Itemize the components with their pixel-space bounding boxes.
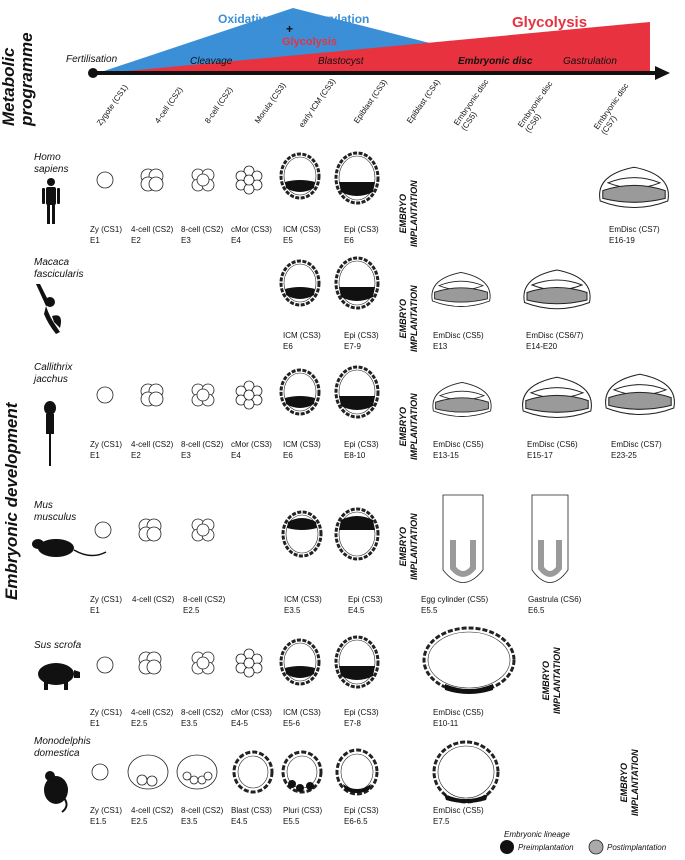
embryo-label: 8-cell (CS2) E3: [181, 225, 224, 245]
pig-silhouette: [38, 663, 80, 690]
species-monodelphis: Monodelphis domestica: [34, 736, 91, 759]
embryo-label: cMor (CS3) E4: [231, 225, 272, 245]
implantation-label: EMBRYO IMPLANTATION: [398, 180, 419, 247]
embryo-label: EmDisc (CS7) E16-19: [609, 225, 660, 245]
embryo-label: Epi (CS3) E6-6.5: [344, 806, 379, 826]
implantation-label: EMBRYO IMPLANTATION: [398, 513, 419, 580]
embryo-label: Zy (CS1) E1: [90, 225, 122, 245]
mono-blast: [232, 750, 274, 794]
human-silhouette: [42, 178, 60, 224]
embryo-label: ICM (CS3) E3.5: [284, 595, 322, 615]
legend-title: Embryonic lineage: [504, 830, 570, 839]
legend-post-label: Postimplantation: [607, 843, 667, 852]
embryo-label: Pluri (CS3) E5.5: [283, 806, 323, 826]
fertilisation-dot: [88, 68, 98, 78]
embryo-label: 4-cell (CS2): [132, 595, 175, 604]
embryo-label: Epi (CS3) E6: [344, 225, 379, 245]
marmoset-silhouette: [44, 401, 56, 466]
mono-4cell: [127, 754, 169, 790]
species-homo: Homo sapiens: [34, 152, 69, 175]
embryo-label: cMor (CS3) E4-5: [231, 708, 272, 728]
species-callithrix: Callithrix jacchus: [34, 362, 73, 385]
embryo-label: Epi (CS3) E4.5: [348, 595, 383, 615]
embryo-label: cMor (CS3) E4: [231, 440, 272, 460]
timeline-fertilisation: Fertilisation: [66, 54, 118, 65]
embryo-label: EmDisc (CS7) E23-25: [611, 440, 662, 460]
egg-cylinder: [442, 494, 484, 583]
plus-sign: +: [286, 22, 294, 36]
embryo-label: 8-cell (CS2) E3.5: [181, 806, 224, 826]
embryo-label: Epi (CS3) E7-8: [344, 708, 379, 728]
embryo-label: EmDisc (CS5) E13: [433, 331, 484, 351]
embryo-label: 8-cell (CS2) E2.5: [183, 595, 226, 615]
embryo-label: EmDisc (CS6/7) E14-E20: [526, 331, 584, 351]
embryo-label: EmDisc (CS5) E13-15: [433, 440, 484, 460]
timeline-embryonic-disc: Embryonic disc: [458, 56, 533, 67]
mono-epi: [335, 748, 379, 796]
mono-8cell: [176, 754, 218, 790]
embryo-label: EmDisc (CS6) E15-17: [527, 440, 578, 460]
embryo-label: 8-cell (CS2) E3.5: [181, 708, 224, 728]
embryo-label: Zy (CS1) E1.5: [90, 806, 122, 826]
sus-disc: [422, 626, 516, 694]
macaque-silhouette: [36, 284, 61, 334]
embryo-label: 4-cell (CS2) E2: [131, 225, 174, 245]
embryo-label: Zy (CS1) E1: [90, 595, 122, 615]
embryo-label: Epi (CS3) E8-10: [344, 440, 379, 460]
embryo-label: ICM (CS3) E6: [283, 331, 321, 351]
embryo-label: 4-cell (CS2) E2.5: [131, 806, 174, 826]
opossum-silhouette: [44, 771, 68, 813]
mono-pluri: [281, 750, 323, 794]
embryo-label: 4-cell (CS2) E2.5: [131, 708, 174, 728]
mono-disc: [432, 740, 500, 804]
embryo-label: Gastrula (CS6) E6.5: [528, 595, 582, 615]
timeline-blastocyst: Blastocyst: [318, 56, 364, 67]
embryo-label: 4-cell (CS2) E2: [131, 440, 174, 460]
embryo-label: 8-cell (CS2) E3: [181, 440, 224, 460]
timeline-gastrulation: Gastrulation: [563, 56, 617, 67]
embryo-label: Epi (CS3) E7-9: [344, 331, 379, 351]
glycolysis-small-label: Glycolysis: [282, 36, 338, 48]
timeline-cleavage: Cleavage: [190, 56, 233, 67]
embryo-label: ICM (CS3) E5-6: [283, 708, 321, 728]
species-macaca: Macaca fascicularis: [34, 257, 84, 280]
implantation-label: EMBRYO IMPLANTATION: [398, 285, 419, 352]
embryo-label: Zy (CS1) E1: [90, 708, 122, 728]
legend-post-marker: [588, 839, 604, 855]
oxphos-label: Oxidative phosphorylation: [218, 12, 370, 26]
embryo-label: Egg cylinder (CS5) E5.5: [421, 595, 489, 615]
glycolysis-area: [95, 22, 650, 74]
embryo-label: Blast (CS3) E4.5: [231, 806, 272, 826]
embryo-label: ICM (CS3) E6: [283, 440, 321, 460]
embryo-label: ICM (CS3) E5: [283, 225, 321, 245]
glycolysis-large-label: Glycolysis: [512, 14, 588, 31]
embryo-label: EmDisc (CS5) E10-11: [433, 708, 484, 728]
species-sus: Sus scrofa: [34, 640, 82, 651]
implantation-label: EMBRYO IMPLANTATION: [398, 393, 419, 460]
species-mus: Mus musculus: [34, 500, 77, 523]
gastrula: [531, 494, 569, 583]
embryo-label: EmDisc (CS5) E7.5: [433, 806, 484, 826]
implantation-label: EMBRYO IMPLANTATION: [541, 647, 562, 714]
legend-pre-marker: [500, 840, 514, 854]
timeline-arrowhead: [655, 66, 670, 80]
implantation-label: EMBRYO IMPLANTATION: [619, 749, 640, 816]
embryo-label: Zy (CS1) E1: [90, 440, 122, 460]
mouse-silhouette: [32, 539, 107, 557]
legend-pre-label: Preimplantation: [518, 843, 574, 852]
